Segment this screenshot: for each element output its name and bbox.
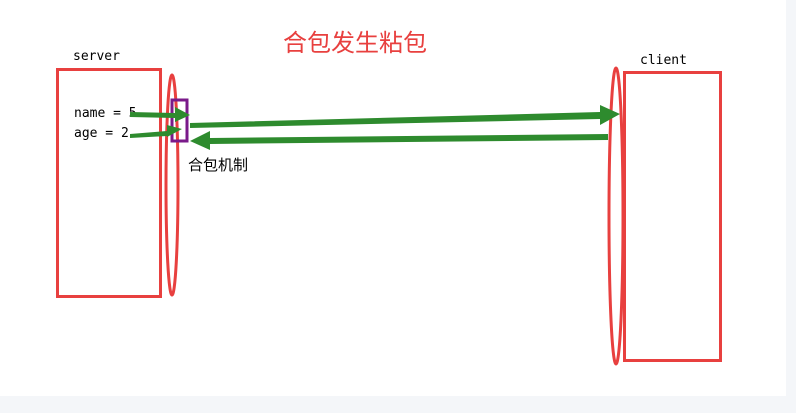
name-arrow [130,107,190,122]
merge-buffer-box [170,98,189,143]
response-arrow [190,131,608,150]
diagram-canvas [0,0,786,396]
client-label: client [640,53,687,68]
name-field-label: name = 5 [74,106,137,121]
age-field-label: age = 2 [74,126,129,141]
server-box [56,68,162,298]
server-label: server [73,49,120,64]
server-socket-ellipse [164,73,180,297]
send-arrow [190,105,620,128]
age-arrow [130,125,182,138]
diagram-title: 合包发生粘包 [283,29,427,57]
packet-merge-label: 合包机制 [188,156,249,174]
client-socket-ellipse [607,66,625,366]
